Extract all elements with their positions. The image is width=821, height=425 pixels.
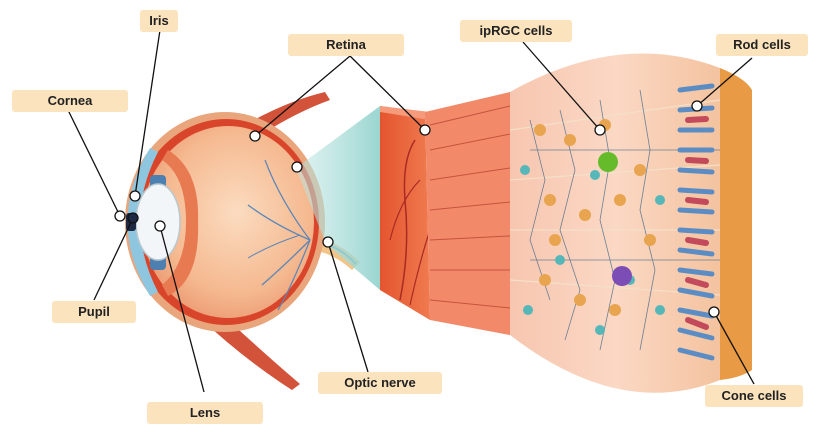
label-retina: Retina — [288, 34, 404, 56]
label-lens: Lens — [147, 402, 263, 424]
label-cornea: Cornea — [12, 90, 128, 112]
eyeball — [125, 112, 325, 332]
label-pupil: Pupil — [52, 301, 136, 323]
label-iprgc-cells: ipRGC cells — [460, 20, 572, 42]
iprgc-green-cell — [598, 152, 618, 172]
label-cone-cells: Cone cells — [705, 385, 803, 407]
label-rod-cells: Rod cells — [716, 34, 808, 56]
label-optic-nerve: Optic nerve — [318, 372, 442, 394]
label-iris: Iris — [140, 10, 178, 32]
iprgc-purple-cell — [612, 266, 632, 286]
